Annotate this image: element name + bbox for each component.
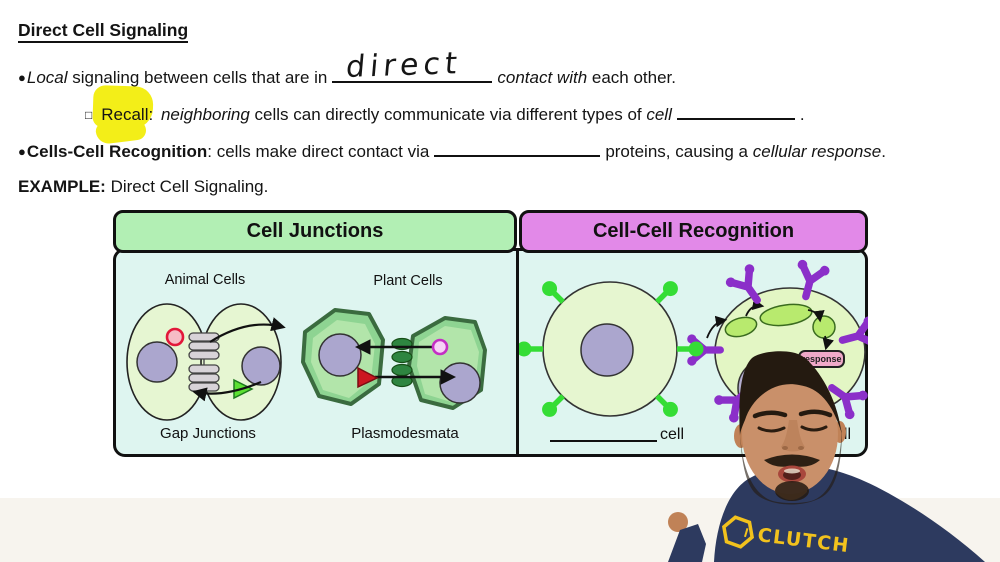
clutch-hexagon-icon [721,515,755,549]
notes-title-line: Direct Cell Signaling [18,20,189,43]
recall-text: cells can directly communicate via diffe… [249,105,647,124]
term-cellular-response: cellular response [752,142,882,161]
cell-recognition-header: Cell-Cell Recognition [519,210,868,253]
example-label: EXAMPLE: [18,177,106,196]
line3-text: : cells make direct contact via [207,142,430,161]
fill-in-blank-1: direct [332,46,493,85]
recall-line: □ Recall: neighboring cells can directly … [85,103,805,125]
fill-in-blank-3 [434,140,601,157]
cell-junctions-header: Cell Junctions [113,210,517,253]
plasmodesmata-caption: Plasmodesmata [351,425,459,442]
signal-molecule-red-triangle [357,366,379,389]
line1-text: signaling between cells that are in [67,68,328,87]
line3-period: . [881,142,886,161]
cell-label-blank-left [550,440,657,442]
presenter-shirt [714,466,985,562]
word-contact-with: contact with [497,68,588,87]
line3-text-b: proteins, causing a [605,142,753,161]
word-local: Local [26,68,68,87]
plant-cells-figure [301,308,487,410]
handwritten-answer: direct [344,45,464,86]
bullet-line-local-signaling: ●Local signaling between cells that are … [18,46,676,88]
page-title: Direct Cell Signaling [18,20,189,43]
bullet-icon: ● [18,144,26,159]
presenter-head [734,351,846,505]
square-bullet-icon: □ [85,108,93,122]
term-cells-cell-recognition: Cells-Cell Recognition [26,142,208,161]
gap-junction-channels [188,332,220,392]
line1-tail: each other. [587,68,676,87]
recall-period: . [799,105,805,124]
animal-cells-figure [126,303,286,421]
panel-divider [516,251,519,454]
word-neighboring: neighboring [160,105,250,124]
animal-cells-label: Animal Cells [164,272,246,288]
cell-word-left: cell [660,426,685,443]
cell-recognition-title: Cell-Cell Recognition [592,220,795,242]
recall-highlighted-word: Recall: [101,105,154,124]
fill-in-blank-2 [676,103,795,120]
cell-junctions-title: Cell Junctions [246,220,384,242]
gap-junctions-caption: Gap Junctions [160,425,256,442]
diagram-figures [126,248,868,457]
presenter-illustration: CLUTCH [668,351,985,562]
example-text: Direct Cell Signaling. [105,177,269,196]
plant-cells-label: Plant Cells [373,273,443,289]
example-line: EXAMPLE: Direct Cell Signaling. [18,177,268,197]
bullet-icon: ● [18,70,26,85]
word-cell: cell [646,105,672,124]
signal-molecule-magenta [431,338,449,356]
bullet-line-recognition: ●Cells-Cell Recognition: cells make dire… [18,140,886,162]
signal-molecule-pink [165,327,185,347]
